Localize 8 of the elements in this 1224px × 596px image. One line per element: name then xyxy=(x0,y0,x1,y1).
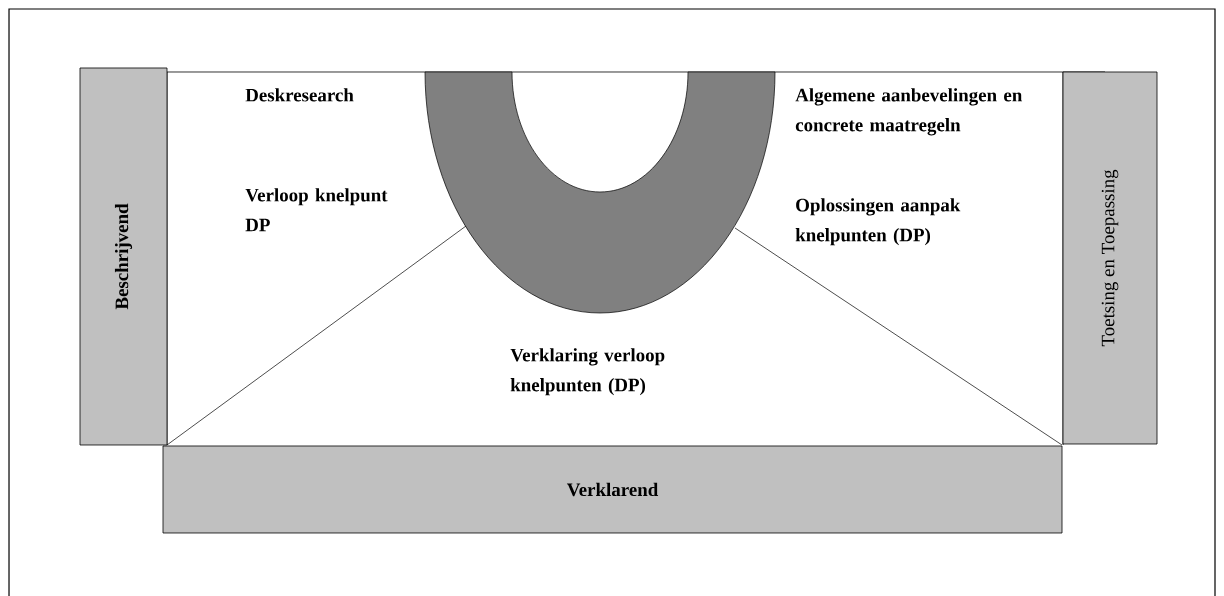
region-label: Oplossingen aanpak knelpunten (DP) xyxy=(795,198,961,246)
bar: Verklarend xyxy=(162,445,1063,534)
bar: Toetsing en Toepassing xyxy=(1062,71,1158,445)
bar: Beschrijvend xyxy=(79,67,168,446)
region-label: Deskresearch xyxy=(245,88,354,102)
region-label: Verloop knelpunt DP xyxy=(245,188,388,232)
region-label: Algemene aanbevelingen en concrete maatregeln xyxy=(795,88,1023,136)
region-label: Verklaring verloop knelpunten (DP) xyxy=(510,348,665,396)
